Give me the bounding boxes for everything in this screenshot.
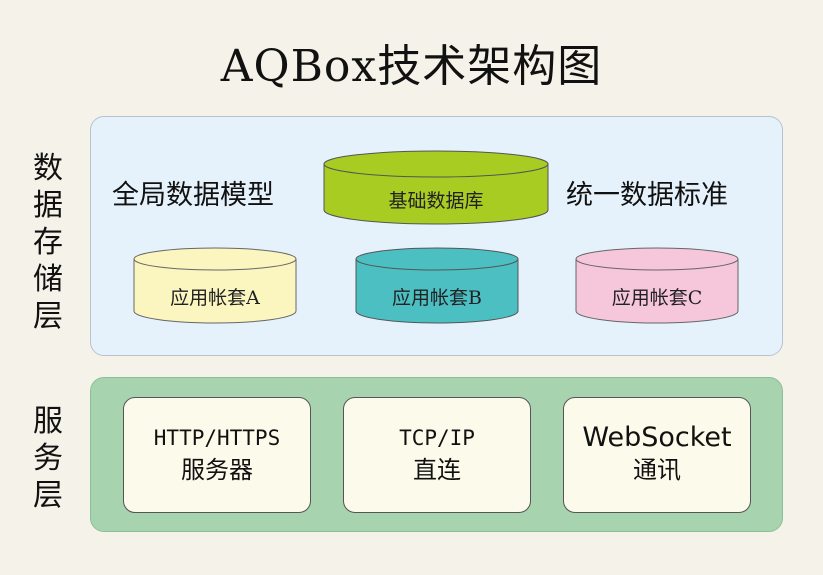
base-database-body: [323, 163, 549, 225]
account-a-body: [133, 258, 297, 324]
account-c-cylinder: [575, 247, 739, 324]
storage-layer-label: 数据存储层: [33, 151, 63, 334]
service-layer-label: 服务层: [33, 404, 63, 513]
account-c-label: 应用帐套C: [611, 287, 703, 309]
http-server-label: 服务器: [181, 456, 253, 484]
account-a-label: 应用帐套A: [170, 287, 260, 309]
account-b-cylinder: [355, 247, 519, 324]
http-server-box: HTTP/HTTPS 服务器: [123, 397, 311, 513]
tcp-ip-label: 直连: [413, 456, 461, 484]
unified-data-standard-text: 统一数据标准: [566, 180, 728, 211]
websocket-box: WebSocket 通讯: [563, 397, 751, 513]
http-server-protocol: HTTP/HTTPS: [153, 426, 281, 450]
diagram-title: AQBox技术架构图: [220, 41, 603, 92]
base-database-top: [323, 150, 549, 178]
account-c-top: [575, 247, 739, 271]
tcp-ip-box: TCP/IP 直连: [343, 397, 531, 513]
base-database-cylinder: [323, 150, 549, 225]
tcp-ip-protocol: TCP/IP: [399, 426, 475, 450]
account-b-top: [355, 247, 519, 271]
account-c-body: [575, 258, 739, 324]
account-b-label: 应用帐套B: [392, 287, 482, 309]
account-a-cylinder: [133, 247, 297, 324]
global-data-model-text: 全局数据模型: [112, 180, 274, 211]
websocket-label: 通讯: [633, 456, 681, 484]
account-a-top: [133, 247, 297, 271]
account-b-body: [355, 258, 519, 324]
websocket-protocol: WebSocket: [582, 422, 732, 453]
base-database-label: 基础数据库: [388, 190, 484, 212]
